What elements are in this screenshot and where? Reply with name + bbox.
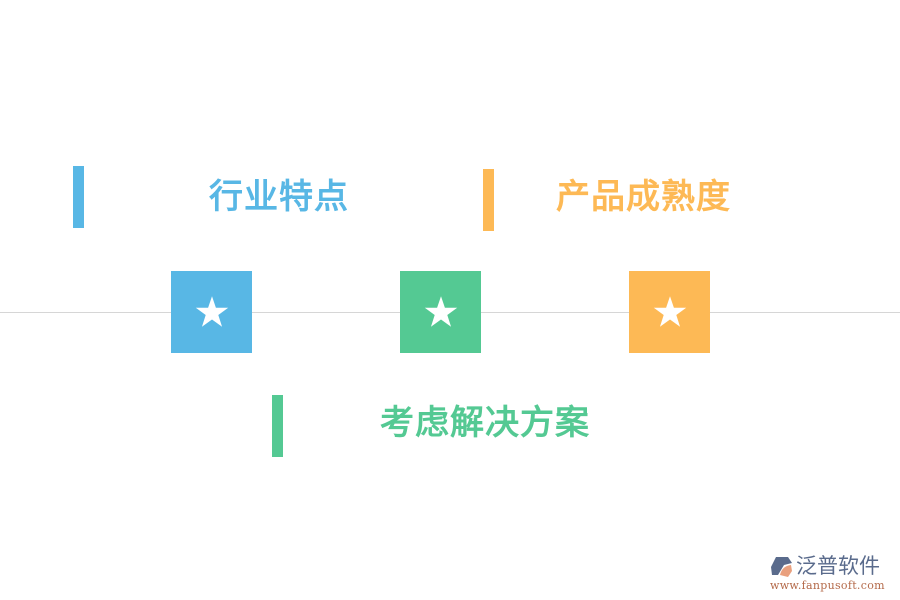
star-icon [195, 296, 228, 327]
timeline-node-blue [171, 271, 252, 353]
accent-bar-maturity [483, 169, 494, 231]
fanpu-logo-icon [771, 557, 792, 577]
logo-url: www.fanpusoft.com [770, 579, 885, 592]
timeline-node-orange [629, 271, 710, 353]
star-icon [653, 296, 686, 327]
star-icon [424, 296, 457, 327]
timeline-node-green [400, 271, 481, 353]
label-industry-features: 行业特点 [209, 177, 349, 217]
accent-bar-solution [272, 395, 283, 457]
label-product-maturity: 产品成熟度 [556, 177, 731, 217]
label-consider-solution: 考虑解决方案 [380, 403, 590, 443]
fanpu-logo: 泛普软件 www.fanpusoft.com [768, 553, 893, 593]
accent-bar-industry [73, 166, 84, 228]
logo-brand-name: 泛普软件 [796, 554, 880, 578]
